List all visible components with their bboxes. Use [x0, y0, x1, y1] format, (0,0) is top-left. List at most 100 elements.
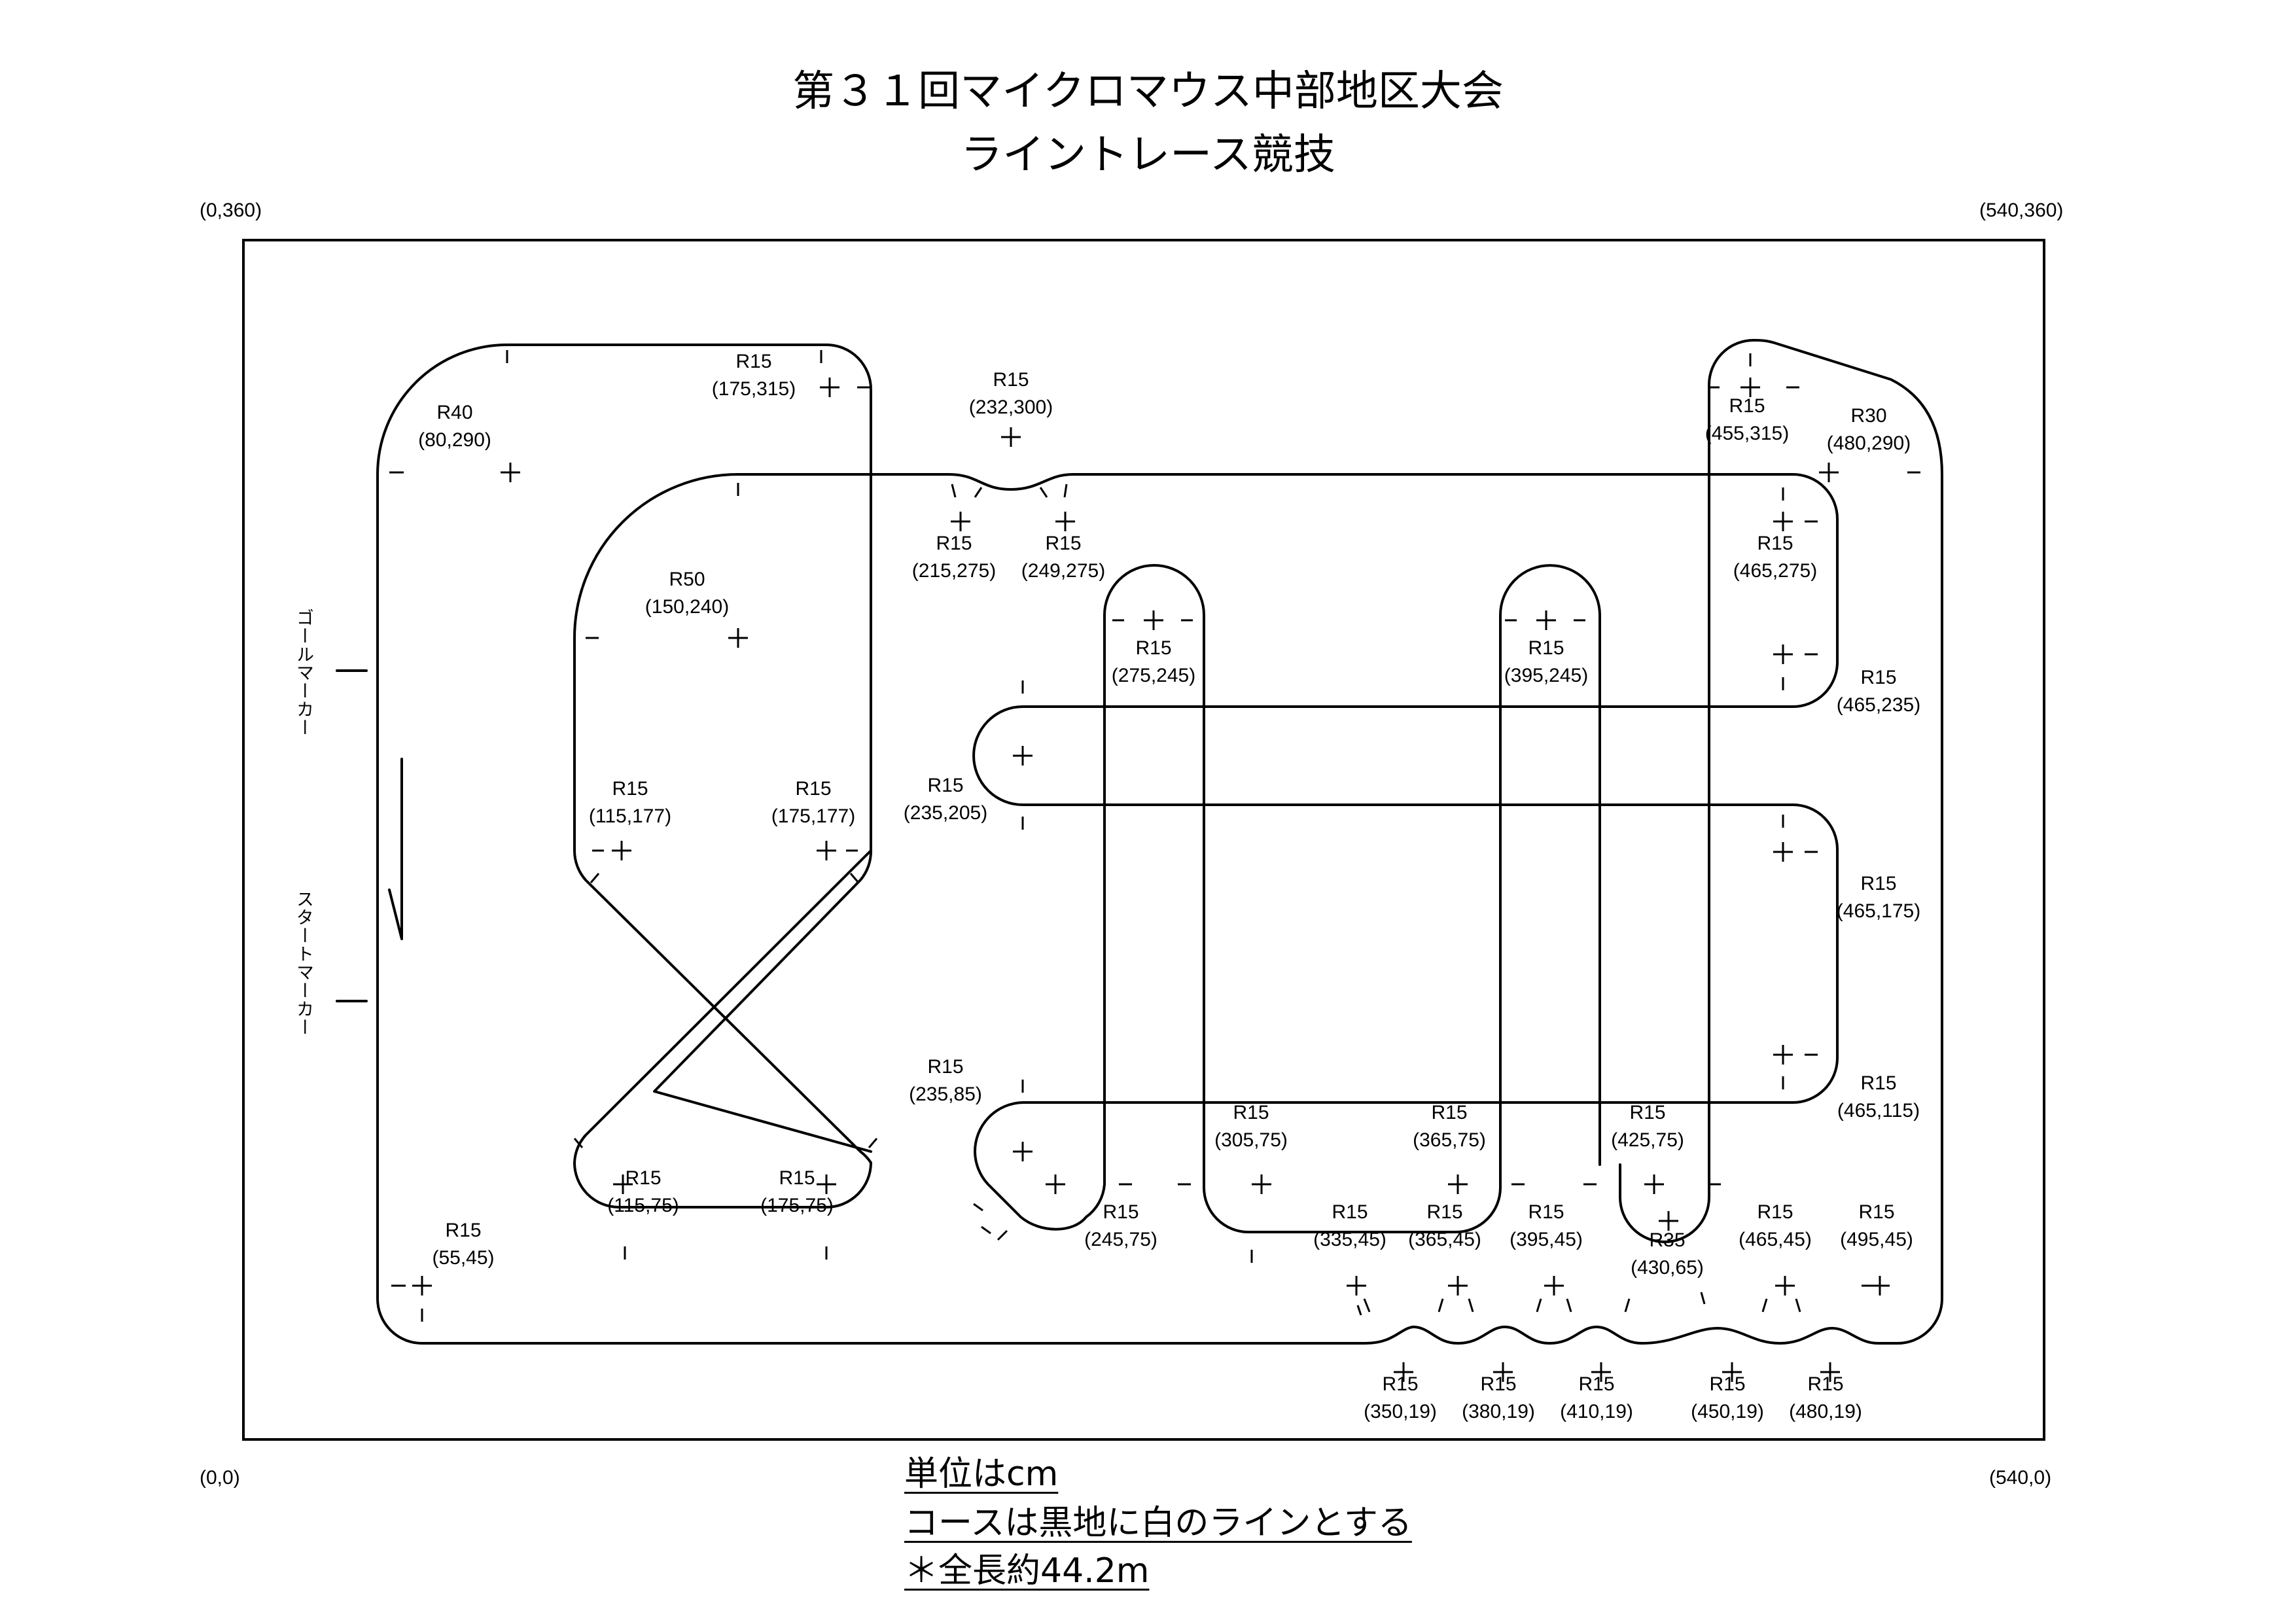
arc-center-label: (115,177)	[589, 805, 671, 827]
arc-annotation: R15 (480,19)	[1789, 1373, 1862, 1422]
arc-center-label: (465,45)	[1739, 1229, 1812, 1250]
arc-radius-label: R15	[612, 778, 648, 800]
arc-radius-label: R15	[993, 369, 1029, 391]
arc-annotation: R15 (465,45)	[1739, 1201, 1812, 1250]
corner-label-top-left: (0,360)	[200, 200, 262, 221]
arc-annotation: R15 (232,300)	[969, 369, 1053, 418]
arc-center-label: (480,19)	[1789, 1401, 1862, 1422]
arc-annotation: R30 (480,290)	[1827, 405, 1911, 454]
arc-annotation: R50 (150,240)	[645, 569, 729, 618]
course-outer-loop	[376, 339, 1943, 1345]
arc-center-label: (430,65)	[1631, 1257, 1704, 1278]
arc-center-label: (450,19)	[1691, 1401, 1764, 1422]
arc-radius-label: R15	[1757, 533, 1793, 554]
arc-radius-label: R15	[936, 533, 972, 554]
arc-center-label: (480,290)	[1827, 432, 1911, 454]
arc-annotation: R15(235,85)	[909, 1056, 982, 1105]
course-figure-eight	[573, 849, 872, 1208]
arc-radius-label: R15	[1709, 1373, 1745, 1395]
arc-annotation: R15(175,75)	[760, 1167, 834, 1216]
arc-radius-label: R50	[669, 569, 705, 590]
arc-center-label: (80,290)	[418, 429, 491, 451]
arc-radius-label: R15	[1135, 637, 1171, 659]
arc-center-label: (305,75)	[1214, 1129, 1288, 1151]
arc-center-label: (215,275)	[912, 560, 996, 582]
arc-center-label: (465,275)	[1733, 560, 1817, 582]
arc-center-label: (235,85)	[909, 1084, 982, 1105]
arc-annotation: R15 (465,275)	[1733, 533, 1817, 582]
arc-radius-label: R15	[1578, 1373, 1614, 1395]
arc-annotation: R15 (55,45)	[432, 1220, 494, 1269]
arc-center-label: (175,177)	[771, 805, 855, 827]
course-r50-curve	[573, 473, 1839, 1233]
arc-radius-label: R15	[1729, 395, 1765, 417]
arc-radius-label: R30	[1850, 405, 1886, 427]
title-line-2: ライントレース競技	[961, 131, 1335, 179]
arc-annotation: R15(465,175)	[1837, 873, 1920, 922]
arc-radius-label: R15	[927, 775, 963, 796]
arc-center-label: (365,75)	[1413, 1129, 1486, 1151]
arc-radius-label: R15	[1426, 1201, 1462, 1223]
arc-center-label: (235,205)	[904, 802, 987, 824]
arc-annotation: R15 (450,19)	[1691, 1373, 1764, 1422]
annotation-labels: R40(80,290)R15(175,315)R15(232,300)R15(2…	[418, 351, 1920, 1422]
arc-annotation: R15 (215,275)	[912, 533, 996, 582]
arc-annotation: R15 (275,245)	[1112, 637, 1195, 686]
center-marks	[412, 378, 1890, 1382]
arc-annotation: R15(425,75)	[1611, 1102, 1684, 1151]
goal-marker-label: ゴールマーカー	[293, 608, 313, 737]
arc-radius-label: R15	[445, 1220, 481, 1241]
arc-center-label: (232,300)	[969, 397, 1053, 418]
title-line-1: 第３１回マイクロマウス中部地区大会	[792, 67, 1504, 116]
arc-annotation: R40 (80,290)	[418, 402, 491, 451]
arc-annotation: R15 (175,177)	[771, 778, 855, 827]
arc-annotation: R15(495,45)	[1840, 1201, 1913, 1250]
course-top-left-arc	[376, 344, 873, 1153]
corner-label-bottom-right: (540,0)	[1989, 1467, 2052, 1489]
arc-center-label: (395,245)	[1504, 665, 1588, 686]
arc-center-label: (410,19)	[1560, 1401, 1633, 1422]
footer-length: ＊全長約44.2m	[904, 1551, 1150, 1591]
course-figure-eight-2	[573, 849, 872, 1208]
arc-center-label: (245,75)	[1084, 1229, 1157, 1250]
arc-annotation: R15(365,45)	[1408, 1201, 1481, 1250]
arc-radius-label: R15	[1528, 1201, 1564, 1223]
arc-radius-label: R15	[1860, 1072, 1896, 1094]
arc-radius-label: R15	[1103, 1201, 1139, 1223]
arc-radius-label: R15	[1431, 1102, 1467, 1123]
arc-annotation: R15(380,19)	[1462, 1373, 1535, 1422]
arc-radius-label: R15	[1332, 1201, 1368, 1223]
arc-center-label: (465,235)	[1837, 694, 1920, 716]
footer-unit: 単位はcm	[904, 1455, 1059, 1494]
corner-label-top-right: (540,360)	[1979, 200, 2064, 221]
corner-label-bottom-left: (0,0)	[200, 1467, 240, 1489]
arc-annotation: R15 (115,177)	[589, 778, 671, 827]
arc-annotation: R15 (235,205)	[904, 775, 987, 824]
arc-radius-label: R15	[1860, 873, 1896, 894]
arc-center-label: (175,315)	[712, 378, 796, 400]
arc-annotation: R15 (395,245)	[1504, 637, 1588, 686]
arc-annotation: R15(455,315)	[1705, 395, 1789, 444]
arc-radius-label: R15	[1807, 1373, 1843, 1395]
arc-center-label: (275,245)	[1112, 665, 1195, 686]
start-marker-label: スタートマーカー	[293, 890, 313, 1036]
arc-radius-label: R15	[1629, 1102, 1665, 1123]
arc-radius-label: R15	[1382, 1373, 1418, 1395]
arc-center-label: (55,45)	[432, 1247, 494, 1269]
arc-radius-label: R15	[795, 778, 831, 800]
arc-center-label: (465,115)	[1837, 1100, 1920, 1121]
arc-center-label: (150,240)	[645, 596, 729, 618]
arc-annotation: R15(115,75)	[607, 1167, 679, 1216]
arc-annotation: R15(395,45)	[1510, 1201, 1583, 1250]
arc-radius-label: R15	[1045, 533, 1081, 554]
arc-center-label: (115,75)	[607, 1195, 679, 1216]
arc-center-label: (350,19)	[1364, 1401, 1437, 1422]
arc-annotation: R15(305,75)	[1214, 1102, 1288, 1151]
arc-radius-label: R15	[1757, 1201, 1793, 1223]
arc-radius-label: R40	[436, 402, 472, 423]
arc-annotation: R15 (350,19)	[1364, 1373, 1437, 1422]
arc-annotation: R15 (365,75)	[1413, 1102, 1486, 1151]
arc-radius-label: R15	[1528, 637, 1564, 659]
arc-radius-label: R15	[1858, 1201, 1894, 1223]
